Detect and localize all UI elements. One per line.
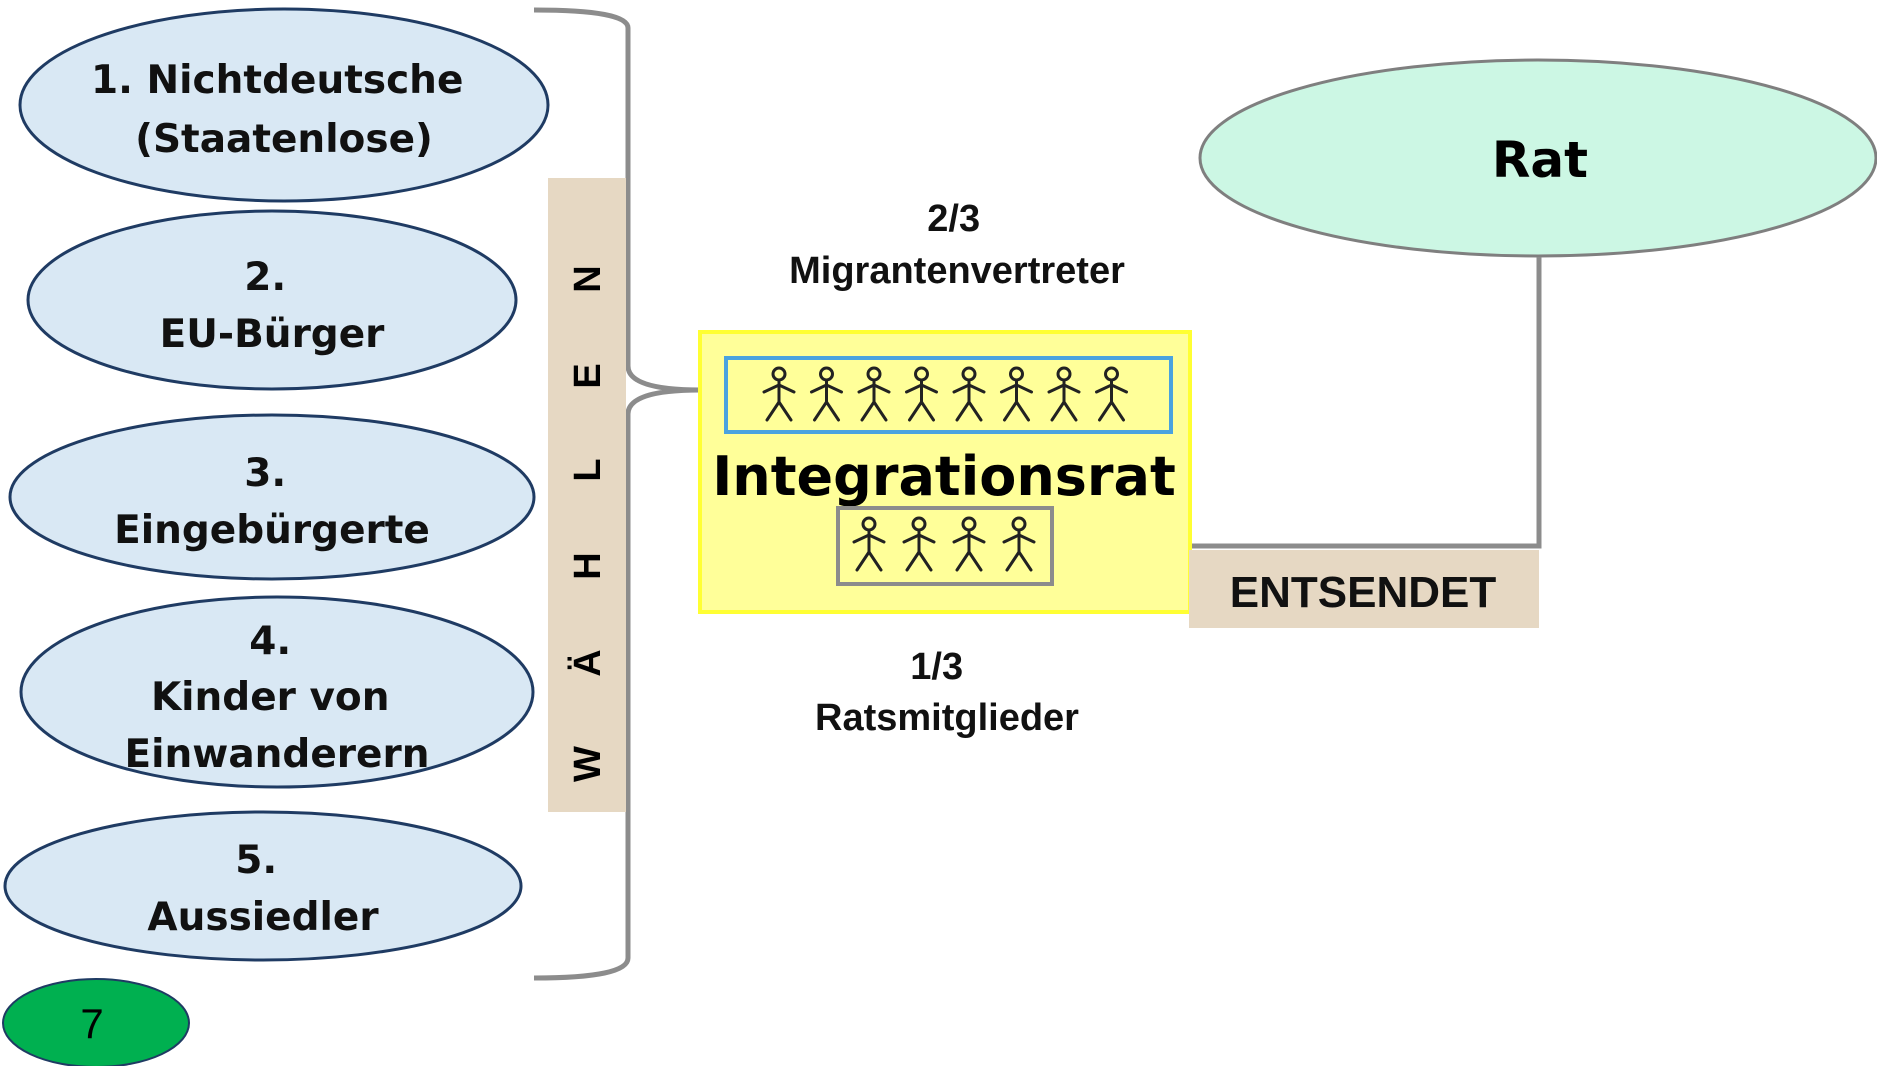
migrant-figure-icon: [1095, 366, 1128, 422]
waehlen-letter-4: L: [567, 458, 609, 481]
svg-text:2/3 Migrantenvertreter: 2/3 Migrantenvertreter: [789, 198, 1125, 292]
group-5-line-1: 5.: [235, 838, 277, 883]
group-1-line-1: 1. Nichtdeutsche: [91, 58, 463, 103]
group-4-line-2: Kinder von: [151, 675, 390, 720]
entsendet-label-box: [1189, 550, 1539, 628]
council-member-figure-icon: [902, 516, 936, 572]
group-1-ellipse: [18, 7, 550, 203]
group-2-line-1: 2.: [244, 255, 286, 300]
migrant-figure-icon: [762, 366, 796, 422]
group-4-ellipse: [19, 595, 535, 789]
migrant-figure-icon: [1000, 366, 1033, 422]
entsendet-label: ENTSENDET: [1230, 568, 1497, 617]
group-3: 3. Eingebürgerte: [8, 413, 536, 581]
migrant-figure-icon: [905, 366, 938, 422]
group-1-line-2: (Staatenlose): [135, 117, 433, 162]
svg-text:2. EU-Bürger: 2. EU-Bürger: [160, 255, 386, 357]
svg-text:3. Eingebürgerte: 3. Eingebürgerte: [114, 451, 430, 553]
group-1: 1. Nichtdeutsche (Staatenlose): [18, 7, 550, 203]
svg-text:N: N: [567, 265, 609, 292]
waehlen-label: W Ä H L E N: [566, 265, 609, 782]
group-4: 4. Kinder von Einwanderern: [19, 595, 535, 789]
page-number-badge: 7: [2, 978, 190, 1066]
svg-text:5. Aussiedler: 5. Aussiedler: [147, 838, 379, 940]
waehlen-label-box: [548, 178, 626, 812]
council-ellipse: [1198, 58, 1877, 258]
group-4-line-3: Einwanderern: [125, 732, 430, 777]
group-4-line-1: 4.: [249, 619, 291, 664]
svg-text:W: W: [567, 746, 609, 782]
migrant-figure-icon: [1047, 366, 1081, 422]
waehlen-letter-5: E: [567, 363, 609, 388]
waehlen-letter-6: N: [567, 265, 609, 292]
group-2: 2. EU-Bürger: [26, 209, 518, 391]
svg-text:E: E: [567, 363, 609, 388]
waehlen-letter-2: Ä: [566, 649, 609, 676]
council-member-figure-icon: [952, 516, 986, 572]
svg-text:Ä: Ä: [566, 649, 609, 676]
council-member-figure-icon: [1002, 516, 1036, 572]
svg-text:1/3 Ratsmitglieder: 1/3 Ratsmitglieder: [815, 646, 1079, 739]
waehlen-letter-3: H: [567, 552, 609, 579]
migrant-share-fraction: 2/3: [927, 198, 980, 240]
migrant-share-label: Migrantenvertreter: [789, 250, 1125, 292]
integration-council-title: Integrationsrat: [712, 445, 1176, 508]
entsendet-connector: [1058, 257, 1542, 549]
svg-text:ENTSENDET: ENTSENDET: [1230, 568, 1497, 617]
group-2-line-2: EU-Bürger: [160, 312, 386, 357]
migrant-representatives-box: [724, 356, 1173, 434]
council-share-label: Ratsmitglieder: [815, 697, 1079, 739]
group-3-ellipse: [8, 413, 536, 581]
council-label: Rat: [1492, 131, 1588, 189]
council-member-figures: [852, 516, 1036, 572]
svg-text:L: L: [567, 458, 609, 481]
group-3-line-1: 3.: [244, 451, 286, 496]
council-member-figure-icon: [852, 516, 886, 572]
group-2-ellipse: [26, 209, 518, 391]
waehlen-letter-1: W: [567, 746, 609, 782]
council-share-fraction: 1/3: [910, 646, 963, 688]
group-5: 5. Aussiedler: [3, 810, 523, 962]
svg-text:H: H: [567, 552, 609, 579]
group-5-line-2: Aussiedler: [147, 895, 379, 940]
page-number: 7: [80, 1000, 103, 1047]
svg-text:Rat: Rat: [1492, 131, 1588, 189]
council-members-box: [836, 506, 1054, 586]
group-3-line-2: Eingebürgerte: [114, 508, 430, 553]
migrant-figure-icon: [857, 366, 891, 422]
migrant-figures: [762, 366, 1128, 422]
svg-text:1. Nichtdeutsche (Staate: 1. Nichtdeutsche (Staatenlose): [91, 58, 477, 162]
migrant-figure-icon: [952, 366, 986, 422]
svg-text:4. Kinder von Einw: 4. Kinder von Einwanderern: [125, 619, 430, 777]
svg-text:Integrationsrat: Integrationsrat: [712, 445, 1176, 508]
group-5-ellipse: [3, 810, 523, 962]
migrant-figure-icon: [810, 366, 843, 422]
svg-text:7: 7: [80, 1000, 103, 1047]
council: Rat: [1198, 58, 1877, 258]
page-number-badge-shape: [2, 978, 190, 1066]
